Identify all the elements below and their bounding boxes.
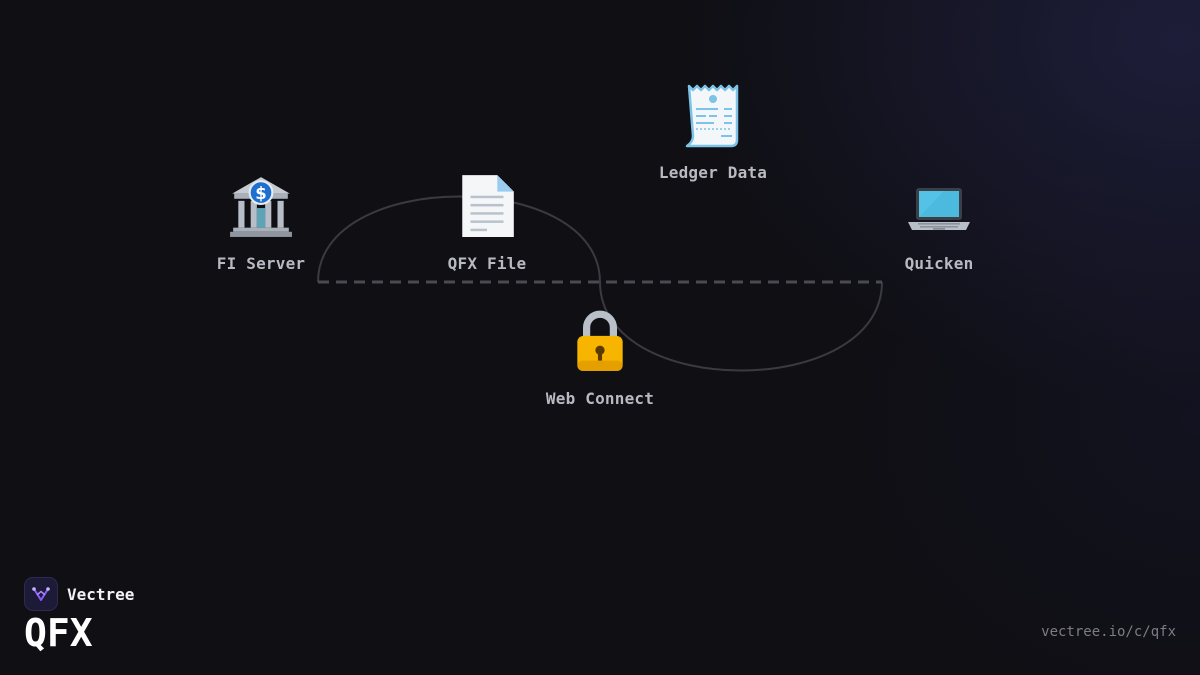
node-quicken: Quicken (839, 170, 1039, 273)
page-title: QFX (24, 611, 93, 655)
node-label-qfx-file: QFX File (447, 254, 527, 273)
lock-icon (564, 305, 636, 377)
bank-icon: $ (225, 170, 297, 242)
page-url[interactable]: vectree.io/c/qfx (1041, 624, 1176, 640)
node-web-connect: Web Connect (500, 305, 700, 408)
node-fi-server: $ FI Server (161, 170, 361, 273)
node-label-quicken: Quicken (904, 254, 974, 273)
vectree-logo-icon (24, 577, 58, 611)
node-qfx-file: QFX File (387, 170, 587, 273)
node-label-web-connect: Web Connect (545, 389, 655, 408)
brand-name: Vectree (67, 584, 135, 604)
node-ledger-data: Ledger Data (613, 79, 813, 182)
receipt-icon (677, 79, 749, 151)
node-label-ledger-data: Ledger Data (658, 163, 768, 182)
brand: Vectree (24, 577, 134, 611)
node-label-fi-server: FI Server (216, 254, 306, 273)
document-icon (451, 170, 523, 242)
laptop-icon (903, 170, 975, 242)
arc-fi-server-to-web-connect (317, 195, 601, 283)
svg-text:$: $ (255, 184, 266, 203)
